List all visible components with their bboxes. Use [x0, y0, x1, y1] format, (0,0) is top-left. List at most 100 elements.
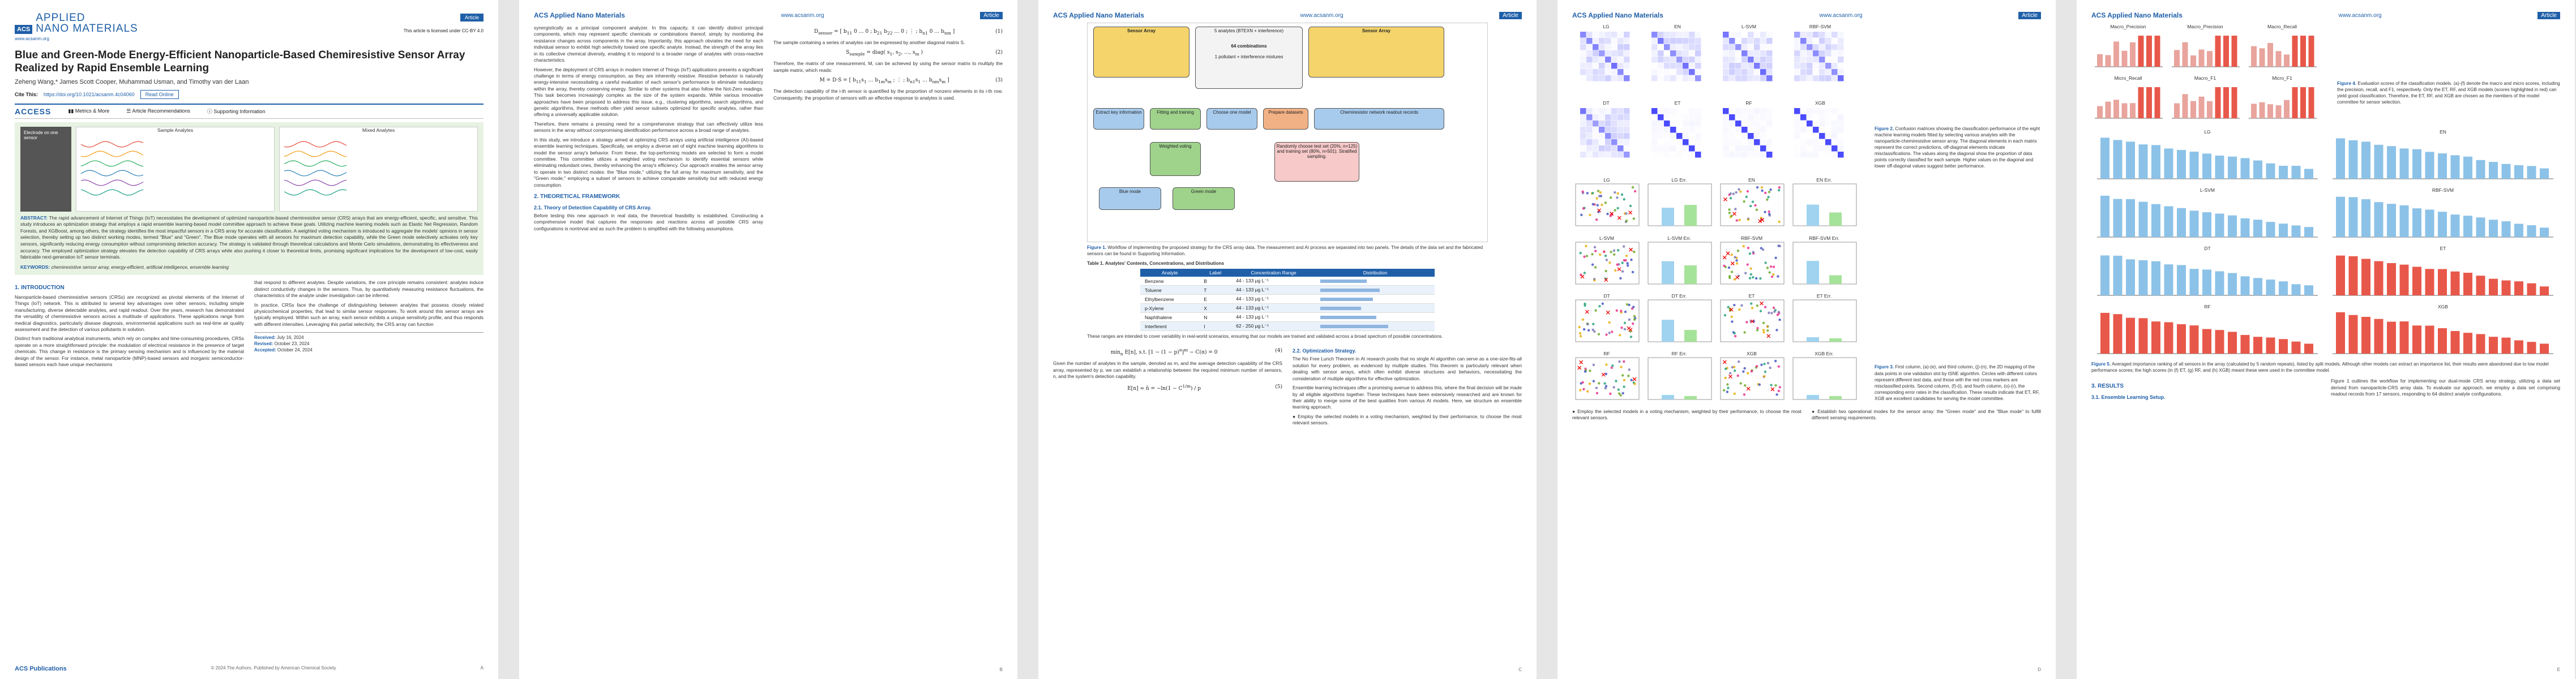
paragraph: Nanoparticle-based chemiresistive sensor…	[15, 294, 244, 333]
tsne-point	[1604, 201, 1607, 204]
confusion-matrix-panel: L-SVM	[1715, 24, 1783, 97]
matrix-cell	[1618, 63, 1624, 69]
matrix-cell	[1800, 44, 1807, 50]
matrix-cell	[1838, 63, 1844, 69]
matrix-cell	[1676, 108, 1683, 114]
open-access-note[interactable]: This article is licensed under CC-BY 4.0	[403, 28, 483, 33]
journal-name: ACS Applied Nano Materials	[1572, 11, 1663, 19]
site-link[interactable]: www.acsanm.org	[15, 36, 49, 41]
importance-bar	[2361, 316, 2370, 354]
tsne-point	[1632, 217, 1636, 221]
matrix-cell	[1599, 114, 1605, 121]
tsne-point	[1609, 392, 1612, 395]
site-link[interactable]: www.acsanm.org	[1819, 12, 1863, 19]
tsne-point	[1742, 370, 1745, 373]
site-link[interactable]: www.acsanm.org	[2338, 12, 2382, 19]
matrix-cell	[1670, 114, 1676, 121]
matrix-cell	[1683, 50, 1689, 57]
matrix-cell	[1593, 32, 1599, 38]
importance-bar	[2100, 312, 2109, 354]
matrix-cell	[1748, 38, 1754, 44]
matrix-cell	[1689, 38, 1695, 44]
tsne-point	[1611, 364, 1614, 367]
score-bar	[2231, 87, 2237, 118]
tsne-scatter	[1575, 183, 1640, 226]
toc-trace	[80, 140, 144, 148]
score-bar	[2190, 55, 2196, 67]
score-bar	[2182, 94, 2188, 118]
plot-frame	[1575, 299, 1640, 342]
tsne-point	[1616, 207, 1619, 210]
tsne-point	[1733, 278, 1736, 281]
matrix-cell	[1748, 32, 1754, 38]
matrix-cell	[1670, 69, 1676, 75]
matrix-cell	[1838, 114, 1844, 121]
paragraph: Therefore, the matrix of one measurement…	[773, 61, 1003, 73]
matrix-cell	[1819, 126, 1825, 133]
importance-bar	[2189, 325, 2199, 354]
confusion-matrix-panel: XGB	[1786, 100, 1854, 173]
metrics-link[interactable]: ▮▮ Metrics & More	[68, 108, 110, 114]
tsne-point	[1604, 385, 1608, 388]
tsne-point	[1589, 214, 1591, 217]
matrix-cell	[1735, 108, 1741, 114]
matrix-cell	[1580, 57, 1586, 63]
doi-link[interactable]: https://doi.org/10.1021/acsanm.4c04060	[44, 91, 135, 97]
score-bar	[2130, 42, 2136, 67]
tsne-point	[1770, 384, 1773, 386]
matrix-cell	[1676, 114, 1683, 121]
error-bar	[1662, 208, 1674, 226]
site-link[interactable]: www.acsanm.org	[1300, 12, 1343, 19]
tsne-point	[1598, 381, 1601, 385]
matrix-cell	[1689, 44, 1695, 50]
confusion-matrix	[1580, 32, 1630, 81]
paragraph: Before testing this new approach in real…	[534, 212, 763, 231]
recommendations-link[interactable]: ☰ Article Recommendations	[126, 108, 190, 114]
mixed-analytes-plot	[284, 140, 347, 196]
journal-name: ACS Applied Nano Materials	[1053, 11, 1144, 19]
equation-sample-matrix: Ssample = diag( s1, s2, …, sm ) (2)	[846, 50, 1003, 57]
matrix-cell	[1741, 44, 1748, 50]
matrix-cell	[1593, 38, 1599, 44]
matrix-cell	[1658, 145, 1664, 152]
tsne-point	[1633, 382, 1636, 385]
matrix-cell	[1580, 75, 1586, 81]
tsne-point	[1580, 214, 1583, 217]
matrix-cell	[1599, 44, 1605, 50]
matrix-cell	[1651, 69, 1658, 75]
matrix-cell	[1760, 57, 1766, 63]
matrix-cell	[1735, 120, 1741, 127]
article-tag[interactable]: Article	[460, 14, 483, 22]
importance-bar	[2361, 199, 2370, 237]
matrix-cell	[1683, 126, 1689, 133]
misclassified-marker	[1601, 372, 1606, 377]
paragraph: Figure 1 outlines the workflow for imple…	[2331, 378, 2560, 397]
importance-bar	[2189, 152, 2199, 179]
misclassified-marker	[1579, 360, 1584, 364]
panel-title: RBF-SVM Err.	[1809, 235, 1839, 241]
tsne-point	[1601, 302, 1604, 305]
matrix-cell	[1741, 69, 1748, 75]
matrix-cell	[1741, 57, 1748, 63]
tsne-point	[1633, 250, 1636, 253]
matrix-cell	[1832, 126, 1838, 133]
site-link[interactable]: www.acsanm.org	[781, 12, 824, 19]
importance-bar	[2291, 341, 2301, 354]
page-footer: E	[2091, 667, 2560, 672]
matrix-cell	[1735, 139, 1741, 145]
importance-panel: DT	[2091, 246, 2323, 300]
matrix-cell	[1819, 145, 1825, 152]
tsne-point	[1735, 191, 1738, 194]
read-online-button[interactable]: Read Online	[140, 89, 179, 99]
matrix-cell	[1825, 44, 1832, 50]
matrix-cell	[1794, 120, 1800, 127]
importance-bar	[2348, 256, 2358, 295]
page-2: ACS Applied Nano Materials www.acsanm.or…	[519, 0, 1017, 679]
matrix-cell	[1695, 69, 1701, 75]
matrix-cell	[1794, 145, 1800, 152]
importance-bar	[2228, 332, 2237, 354]
tsne-panel: ET	[1717, 293, 1786, 347]
supporting-link[interactable]: ⓘ Supporting Information	[207, 109, 266, 115]
tsne-point	[1754, 204, 1757, 207]
tsne-point	[1594, 309, 1597, 312]
